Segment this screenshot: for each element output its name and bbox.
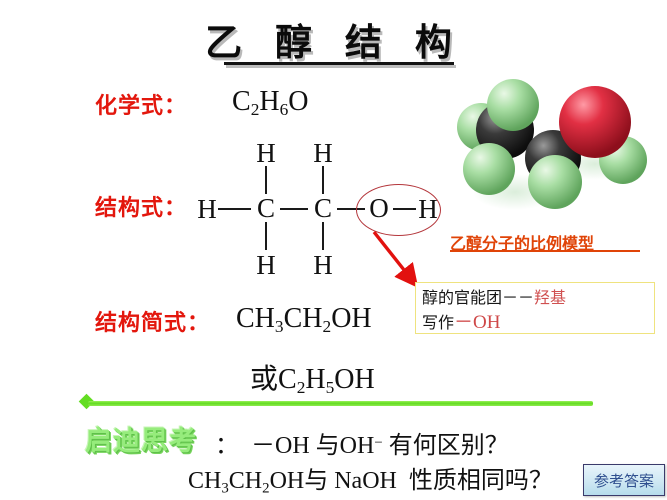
section-divider	[88, 401, 593, 406]
hydroxyl-highlight-ellipse	[356, 184, 441, 236]
bond-vertical-bottom-left	[265, 222, 267, 250]
structure-atom-h-top-right: H	[313, 138, 333, 168]
bond-vertical-top-right	[322, 166, 324, 194]
structure-atom-c2: C	[313, 193, 332, 223]
model-caption: 乙醇分子的比例模型	[450, 234, 595, 253]
molecular-formula-value: C2H6O	[232, 86, 309, 120]
think-question-1: ： －OH 与OH− 有何区别？	[215, 433, 509, 459]
callout-line2-prefix: 写作	[422, 313, 455, 332]
think-heading: 启迪思考	[85, 426, 197, 457]
structure-atom-h-top-left: H	[256, 138, 276, 168]
ethanol-space-filling-model	[457, 79, 647, 210]
structure-atom-h-bottom-left: H	[256, 250, 276, 280]
title-underline	[224, 62, 454, 65]
callout-line2-highlight: －OH	[454, 312, 501, 333]
callout-line-2: 写作－OH	[422, 310, 654, 335]
bond-c2-o	[337, 208, 365, 210]
condensed-formula-line-1: CH3CH2OH	[236, 303, 372, 337]
page-title: 乙 醇 结 构	[205, 21, 462, 64]
reference-answer-button[interactable]: 参考答案	[583, 464, 665, 496]
callout-line1-prefix: 醇的官能团－－	[422, 288, 535, 307]
structure-atom-c1: C	[256, 193, 275, 223]
callout-line-1: 醇的官能团－－羟基	[422, 285, 654, 310]
bond-c1-c2	[280, 208, 308, 210]
molecular-formula-label: 化学式：	[95, 94, 188, 119]
structure-atom-h-left: H	[197, 194, 217, 224]
functional-group-callout: 醇的官能团－－羟基 写作－OH	[415, 282, 655, 334]
model-caption-underline	[450, 250, 640, 252]
structural-formula-label: 结构式：	[95, 196, 188, 221]
think-question-2: CH3CH2OH与 NaOH 性质相同吗？	[188, 468, 553, 497]
bond-h-left-c1	[218, 208, 251, 210]
callout-line1-highlight: 羟基	[534, 288, 567, 307]
bond-vertical-top-left	[265, 166, 267, 194]
condensed-formula-line-2: 或C2H5OH	[250, 364, 375, 398]
condensed-formula-label: 结构简式：	[95, 311, 211, 336]
structure-atom-h-bottom-right: H	[313, 250, 333, 280]
callout-arrow-icon	[372, 230, 419, 288]
bond-vertical-bottom-right	[322, 222, 324, 250]
